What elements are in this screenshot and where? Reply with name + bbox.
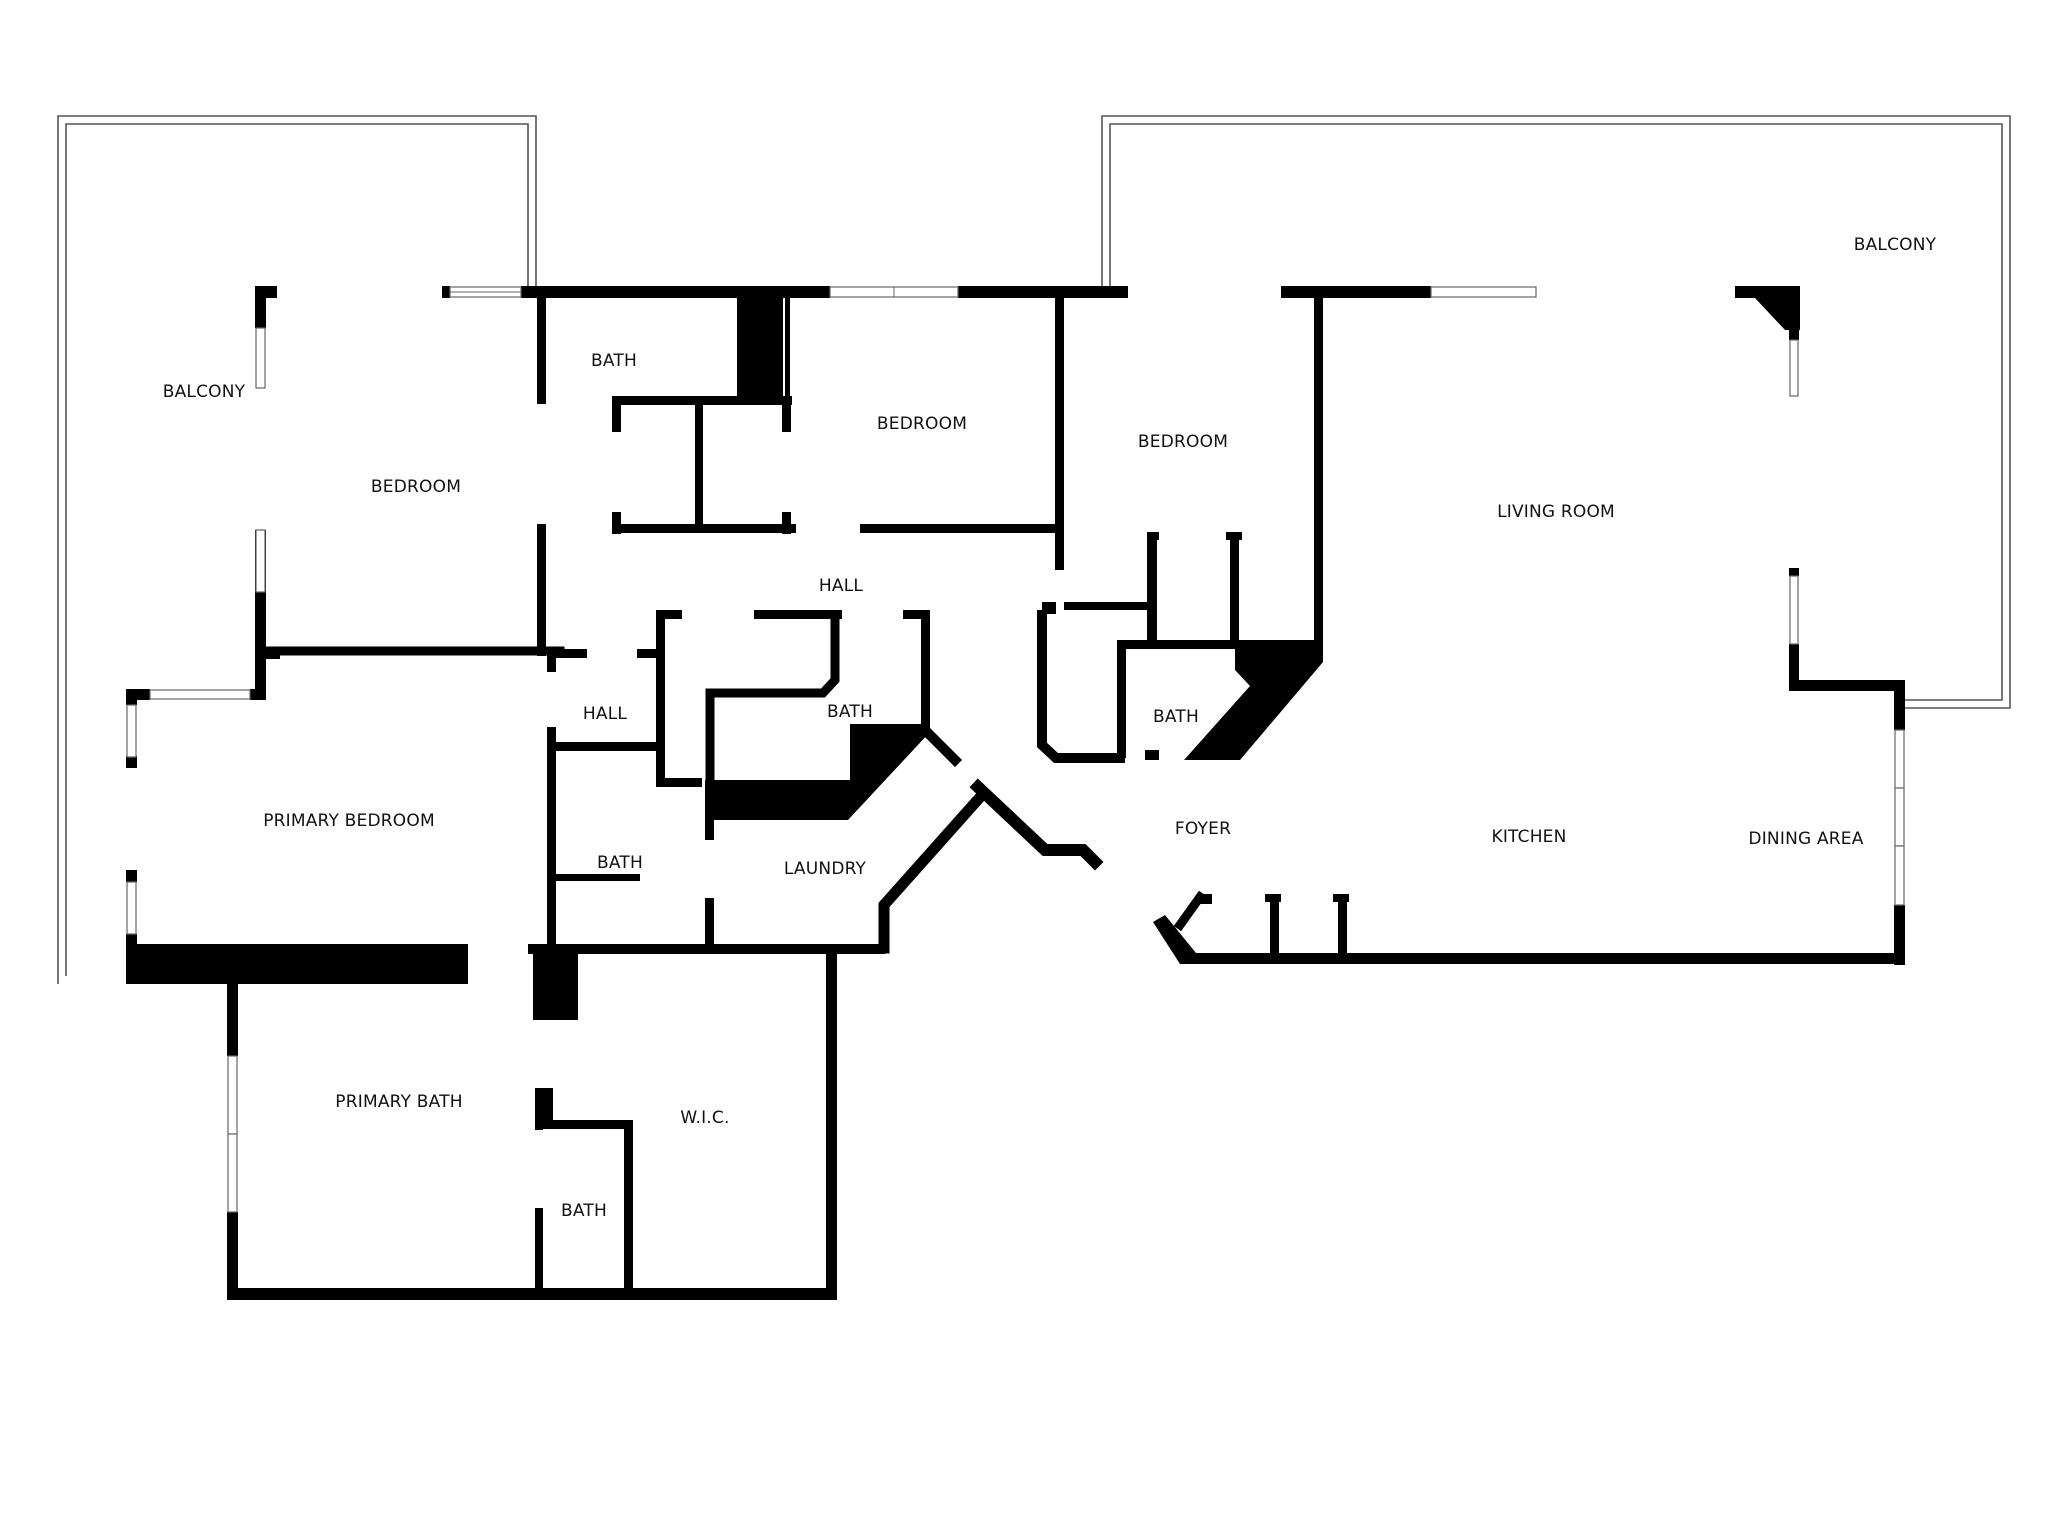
window-living-east-lower — [1789, 575, 1799, 645]
room-label-balcony-right: BALCONY — [1853, 235, 1937, 255]
window-bedroom-1-west-upper — [255, 327, 266, 389]
room-label-bath-1: BATH — [591, 351, 637, 371]
room-label-balcony-left: BALCONY — [162, 382, 246, 402]
window-primary-bath-lower — [227, 1133, 238, 1213]
windows — [126, 286, 1905, 1213]
room-label-bedroom-2: BEDROOM — [876, 414, 968, 434]
room-label-bedroom-1: BEDROOM — [370, 477, 462, 497]
window-dining-2 — [1894, 787, 1905, 847]
window-bedroom-1-west-lower — [255, 529, 266, 593]
room-label-hall-1: HALL — [818, 576, 864, 596]
room-label-laundry: LAUNDRY — [783, 859, 867, 879]
window-living-top — [1430, 286, 1537, 298]
room-label-bath-2: BATH — [827, 702, 873, 722]
window-primary-west-lower — [126, 881, 137, 935]
balcony-outline-left — [57, 115, 537, 984]
room-label-primary-bedroom: PRIMARY BEDROOM — [263, 811, 435, 831]
window-primary-west-upper — [126, 704, 137, 758]
balcony-outline-right — [1101, 115, 2011, 709]
room-label-primary-bath: PRIMARY BATH — [335, 1092, 463, 1112]
room-label-bath-5: BATH — [561, 1201, 607, 1221]
window-primary-bath-upper — [227, 1055, 238, 1135]
room-label-bath-4: BATH — [597, 853, 643, 873]
room-label-wic: W.I.C. — [680, 1108, 730, 1128]
room-label-dining-area: DINING AREA — [1748, 829, 1864, 849]
walls — [126, 286, 1905, 1300]
room-label-bedroom-3: BEDROOM — [1137, 432, 1229, 452]
room-label-hall-2: HALL — [582, 704, 628, 724]
window-dining-1 — [1894, 729, 1905, 789]
room-label-foyer: FOYER — [1174, 819, 1232, 839]
room-label-living-room: LIVING ROOM — [1497, 502, 1615, 522]
room-label-bath-3: BATH — [1153, 707, 1199, 727]
window-primary-north — [149, 689, 251, 700]
window-living-east-upper — [1789, 339, 1799, 397]
window-dining-3 — [1894, 845, 1905, 906]
room-label-kitchen: KITCHEN — [1491, 827, 1567, 847]
